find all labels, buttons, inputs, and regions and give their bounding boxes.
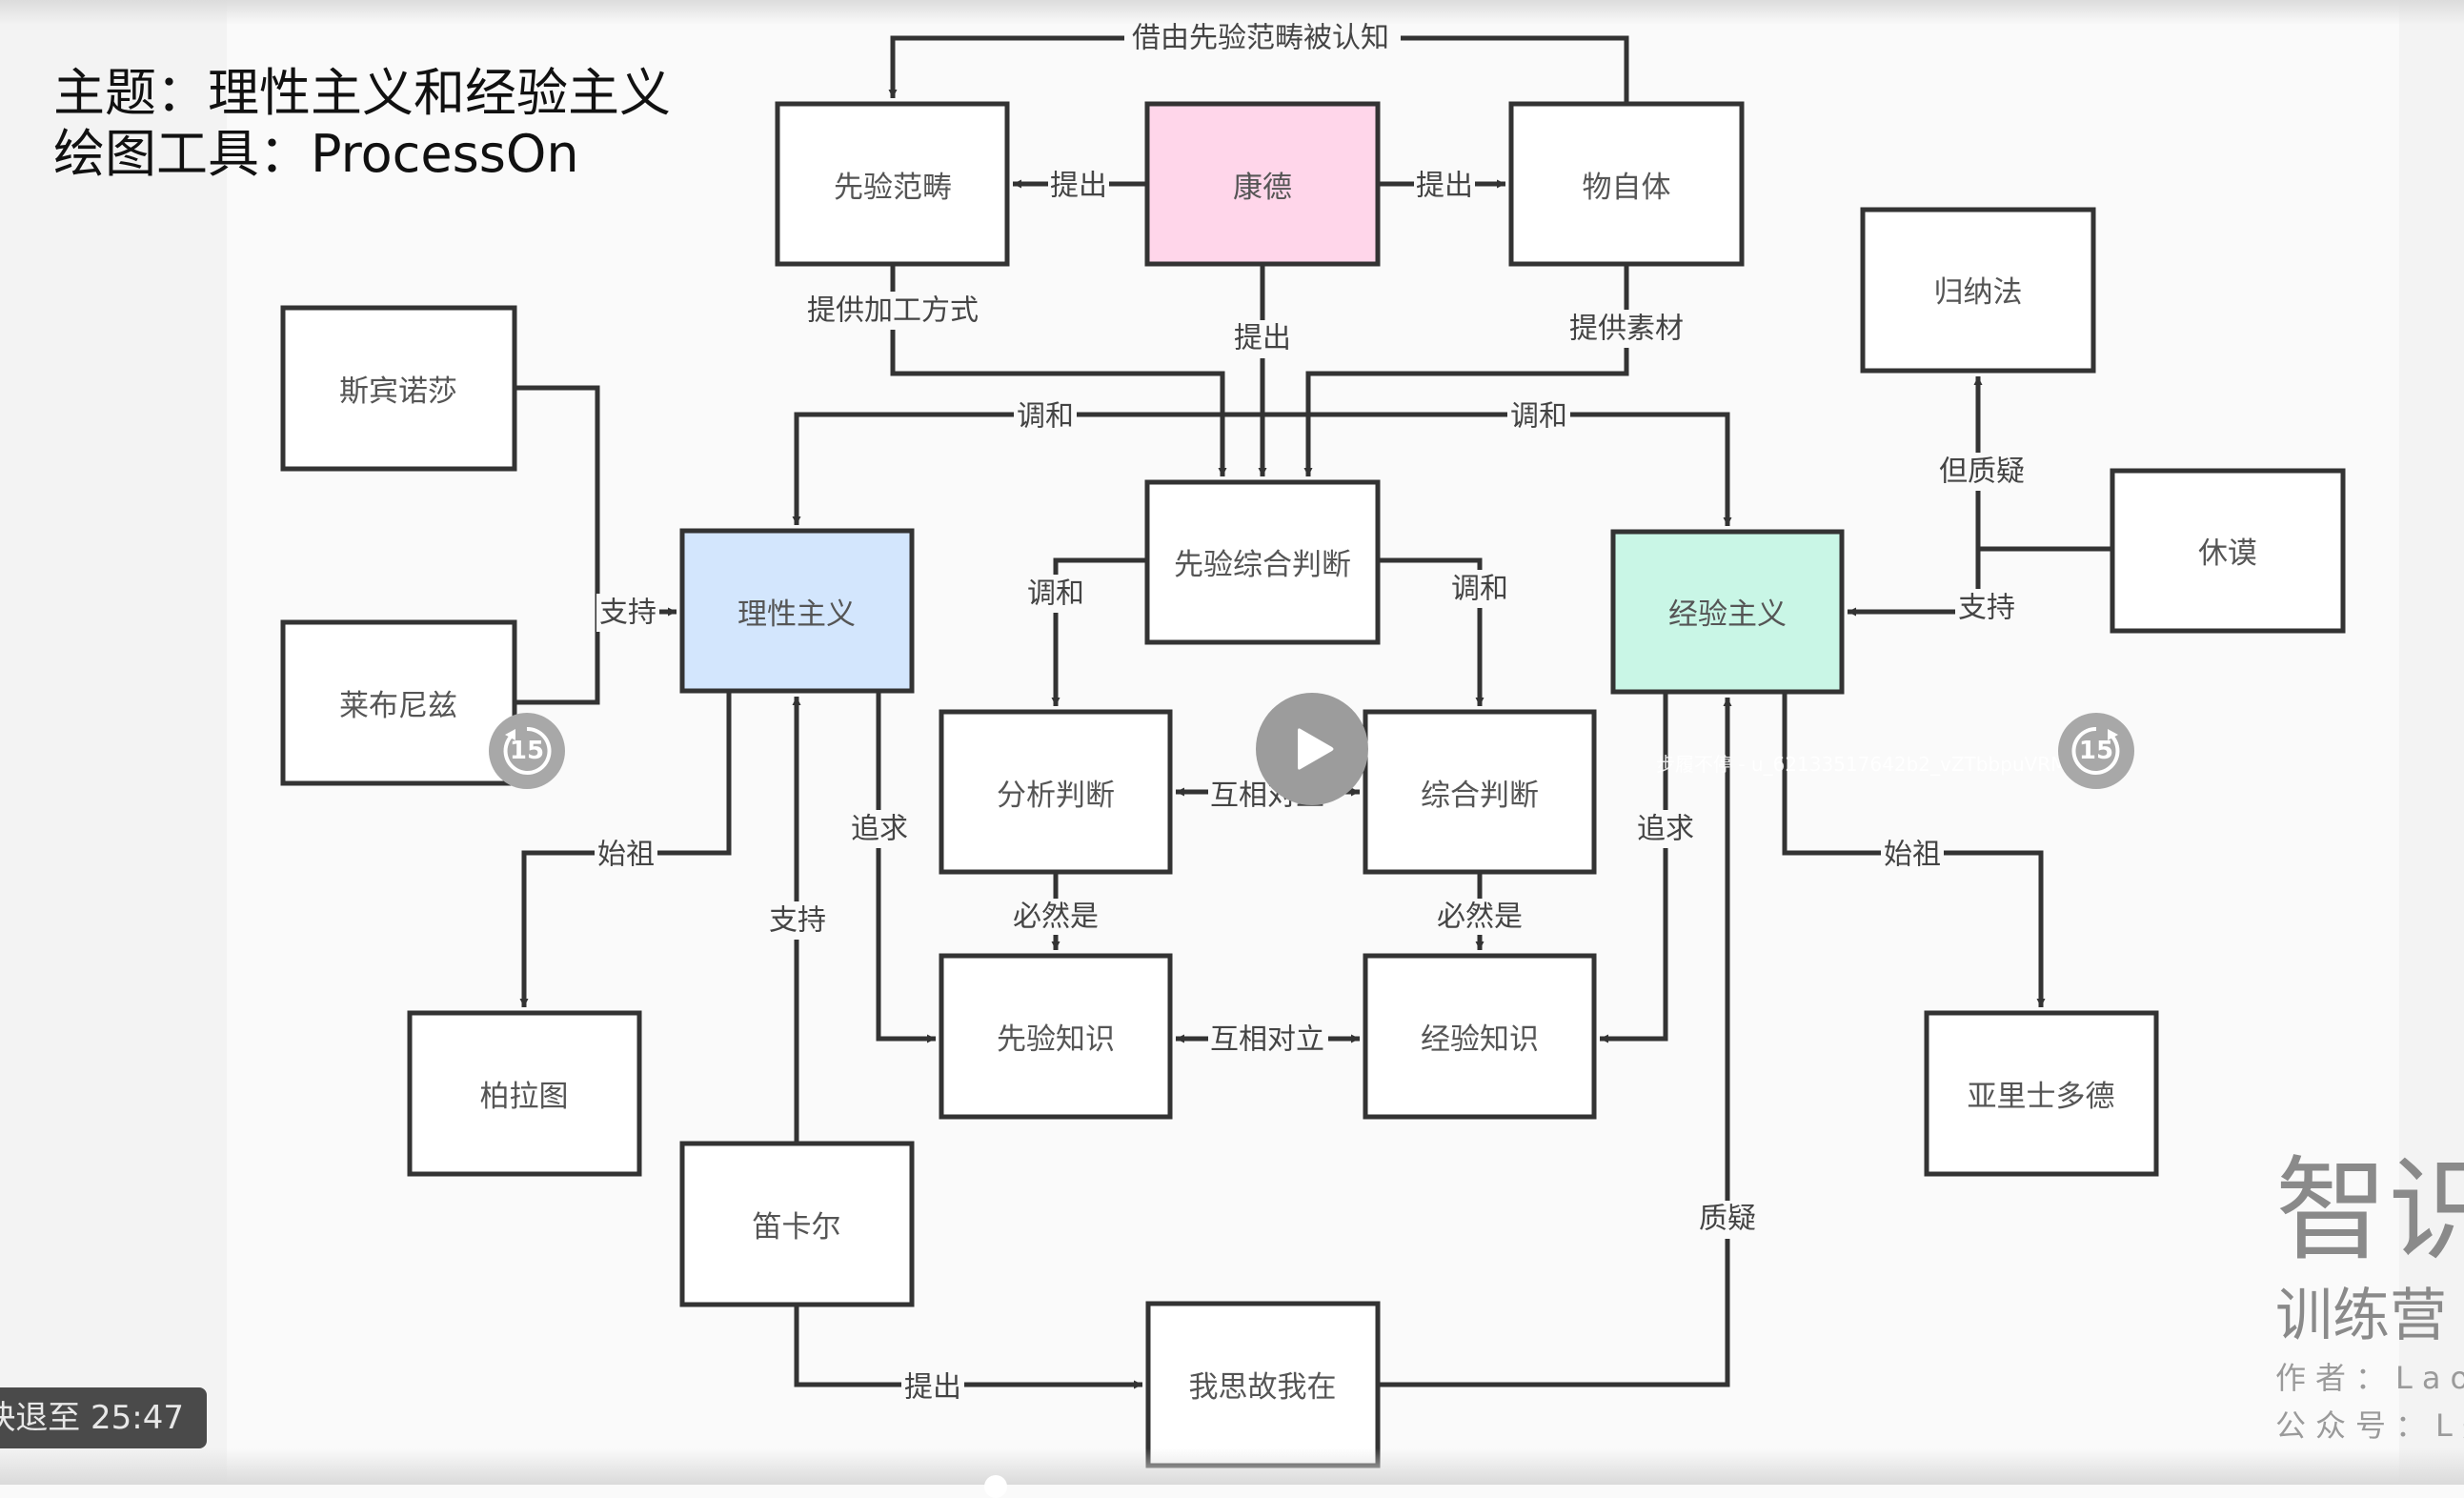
node-label: 亚里士多德 <box>1968 1080 2115 1114</box>
top-shadow <box>0 0 2464 25</box>
edge-label: 追求 <box>1637 813 1694 846</box>
nodes: 先验范畴 康德 物自体 归纳法 斯宾诺莎 莱布尼兹 理性主义 先验综合判断 经验… <box>280 101 2346 1468</box>
node-label: 先验范畴 <box>834 171 952 205</box>
edge-label: 但质疑 <box>1939 455 2025 489</box>
brand-logo-text: 智识 <box>2275 1148 2464 1272</box>
progress-scrubber-handle[interactable] <box>984 1475 1007 1498</box>
node-label: 我思故我在 <box>1189 1370 1337 1405</box>
forward-15-button[interactable]: 15 <box>2058 713 2134 789</box>
node-analytic-judgment[interactable]: 分析判断 <box>939 709 1173 875</box>
node-rationalism[interactable]: 理性主义 <box>679 528 915 694</box>
edge-label: 提供素材 <box>1569 313 1684 346</box>
brand-subtitle: 训练营 <box>2275 1283 2447 1349</box>
edge-label: 调和 <box>1510 400 1567 434</box>
node-a-priori-knowledge[interactable]: 先验知识 <box>939 953 1173 1120</box>
node-label: 综合判断 <box>1421 779 1539 813</box>
node-thing-in-itself[interactable]: 物自体 <box>1508 101 1745 267</box>
left-letterbox <box>0 0 227 1485</box>
edge-label: 提出 <box>1050 170 1107 203</box>
seek-toast: 快退至 25:47 <box>0 1387 207 1448</box>
edge-labels: 借由先验范畴被认知 提出 提出 提供加工方式 提出 提供素材 调和 调和 调和 … <box>595 19 2028 1406</box>
node-a-priori-categories[interactable]: 先验范畴 <box>775 101 1010 267</box>
edge-label: 借由先验范畴被认知 <box>1132 22 1389 55</box>
node-label: 分析判断 <box>997 779 1115 813</box>
seek-toast-text: 快退至 25:47 <box>0 1399 184 1437</box>
node-label: 归纳法 <box>1934 275 2023 310</box>
node-empirical-knowledge[interactable]: 经验知识 <box>1363 953 1597 1120</box>
brand-author: 作者：Lao <box>2275 1360 2464 1396</box>
node-label: 物自体 <box>1583 171 1671 205</box>
forward-icon <box>2071 726 2120 775</box>
edge-label: 始祖 <box>597 839 655 872</box>
node-synthetic-a-priori[interactable]: 先验综合判断 <box>1144 479 1381 645</box>
rewind-seconds: 15 <box>509 737 545 765</box>
forward-seconds: 15 <box>2078 737 2114 765</box>
node-label: 柏拉图 <box>480 1080 569 1114</box>
node-label: 理性主义 <box>737 597 856 632</box>
edge-label: 始祖 <box>1884 839 1941 872</box>
node-kant[interactable]: 康德 <box>1144 101 1381 267</box>
right-letterbox <box>2399 0 2464 1485</box>
edge-empiricism-pursues <box>1600 692 1668 1043</box>
node-hume[interactable]: 休谟 <box>2110 468 2346 634</box>
edge-reconcile-analytic <box>1051 557 1147 706</box>
node-leibniz[interactable]: 莱布尼兹 <box>280 619 517 786</box>
node-label: 经验知识 <box>1421 1022 1539 1057</box>
play-icon <box>1298 728 1334 770</box>
node-label: 休谟 <box>2198 536 2257 571</box>
edge-label: 提供加工方式 <box>807 294 979 328</box>
edge-label: 支持 <box>599 597 656 630</box>
rewind-15-button[interactable]: 15 <box>489 713 565 789</box>
edge-label: 支持 <box>769 904 826 938</box>
node-cogito[interactable]: 我思故我在 <box>1145 1301 1381 1468</box>
rewind-icon <box>503 726 552 775</box>
play-button[interactable] <box>1256 693 1368 805</box>
edge-label: 提出 <box>904 1371 961 1405</box>
node-descartes[interactable]: 笛卡尔 <box>679 1141 915 1307</box>
edge-label: 追求 <box>851 813 908 846</box>
node-label: 斯宾诺莎 <box>339 374 457 409</box>
edge-label: 调和 <box>1027 577 1084 611</box>
node-aristotle[interactable]: 亚里士多德 <box>1924 1010 2159 1177</box>
edge-hume-support <box>1848 546 2112 617</box>
node-empiricism[interactable]: 经验主义 <box>1610 529 1845 695</box>
edge-reconcile-rationalism <box>792 412 1262 525</box>
brand-account: 公众号：L先 <box>2275 1407 2464 1444</box>
edge-cogito-questions <box>1378 698 1732 1387</box>
edge-label: 调和 <box>1451 573 1508 606</box>
node-label: 笛卡尔 <box>753 1210 841 1245</box>
tool-line: 绘图工具：ProcessOn <box>53 124 579 184</box>
node-plato[interactable]: 柏拉图 <box>407 1010 642 1177</box>
edge-rationalism-pursues <box>876 691 936 1043</box>
edge-label: 必然是 <box>1437 901 1523 934</box>
edge-reconcile-synthetic <box>1378 557 1484 706</box>
topic-line: 主题：理性主义和经验主义 <box>53 63 671 123</box>
edge-label: 质疑 <box>1699 1203 1756 1236</box>
edge-descartes-proposes <box>794 1305 1142 1389</box>
node-label: 先验知识 <box>997 1022 1115 1057</box>
viewer-watermark: 步履不停 - u_62133517642b2_vZTbbpuVRM <box>1656 753 2068 776</box>
edge-thing-to-synthetic <box>1303 264 1629 476</box>
bottom-shadow <box>0 1448 2464 1485</box>
node-induction[interactable]: 归纳法 <box>1860 207 2096 374</box>
edge-label: 调和 <box>1017 400 1074 434</box>
node-label: 康德 <box>1233 171 1292 205</box>
edge-label: 提出 <box>1234 322 1291 355</box>
edge-label: 互相对立 <box>1210 1023 1324 1057</box>
node-label: 先验综合判断 <box>1174 548 1351 582</box>
node-label: 莱布尼兹 <box>339 689 457 723</box>
node-label: 经验主义 <box>1668 597 1787 632</box>
edge-label: 支持 <box>1958 592 2015 625</box>
node-spinoza[interactable]: 斯宾诺莎 <box>280 305 517 472</box>
edge-spinoza-support <box>515 385 600 612</box>
edge-label: 必然是 <box>1013 901 1099 934</box>
edge-reconcile-empiricism <box>1262 412 1732 526</box>
page-title: 主题：理性主义和经验主义 绘图工具：ProcessOn <box>53 63 671 185</box>
edge-label: 提出 <box>1416 170 1473 203</box>
node-synthetic-judgment[interactable]: 综合判断 <box>1363 709 1597 875</box>
